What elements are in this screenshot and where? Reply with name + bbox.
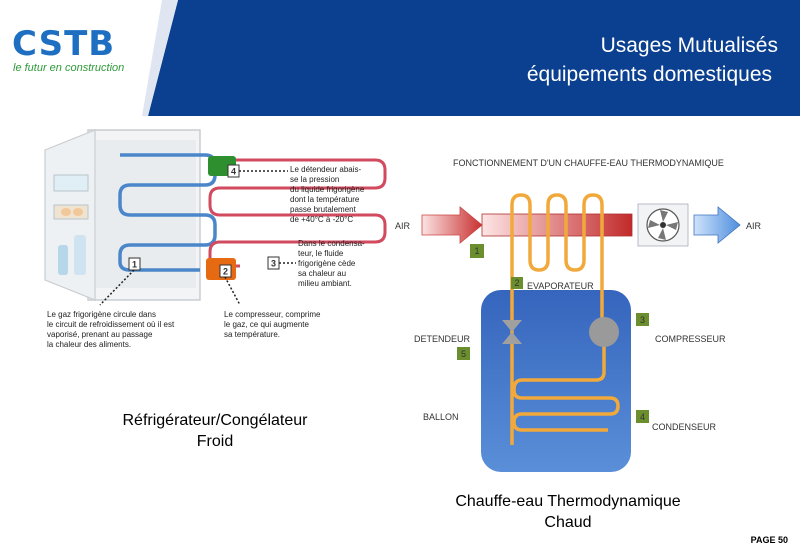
heater-number-1: 1	[474, 246, 479, 256]
air-duct	[481, 213, 633, 237]
annotation-detendeur: Le détendeur abais- se la pression du li…	[290, 165, 365, 224]
svg-text:milieu ambiant.: milieu ambiant.	[298, 279, 352, 288]
air-flow: AIR AIR	[395, 203, 762, 247]
heater-title: FONCTIONNEMENT D'UN CHAUFFE-EAU THERMODY…	[453, 158, 724, 168]
fridge-number-4: 4	[231, 167, 236, 177]
condenser-coil	[510, 280, 620, 445]
svg-text:du liquide frigorigène: du liquide frigorigène	[290, 185, 365, 194]
svg-text:frigorigène cède: frigorigène cède	[298, 259, 356, 268]
svg-text:Dans le condensa-: Dans le condensa-	[298, 239, 365, 248]
evaporator-coil	[510, 193, 604, 290]
air-out-label: AIR	[746, 221, 762, 231]
svg-text:vaporisé, prenant au passage: vaporisé, prenant au passage	[47, 330, 153, 339]
evaporateur-label: EVAPORATEUR	[527, 281, 594, 291]
page-number: PAGE 50	[750, 535, 788, 545]
heater-caption-line2: Chaud	[544, 514, 592, 531]
air-out-arrow	[693, 206, 741, 244]
heater-caption: Chauffe-eau Thermodynamique Chaud	[418, 491, 718, 533]
air-in-label: AIR	[395, 221, 411, 231]
logo-tagline: le futur en construction	[13, 62, 125, 74]
fridge-number-2: 2	[223, 267, 228, 277]
expansion-valve	[502, 320, 522, 332]
air-in-arrow	[421, 206, 483, 244]
detendeur-label: DETENDEUR	[414, 334, 471, 344]
fridge-number-3: 3	[271, 259, 276, 269]
compresseur-label: COMPRESSEUR	[655, 334, 726, 344]
svg-text:Le compresseur, comprime: Le compresseur, comprime	[224, 310, 321, 319]
svg-text:le circuit de refroidissement: le circuit de refroidissement où il est	[47, 320, 175, 329]
fridge-caption: Réfrigérateur/Congélateur Froid	[95, 410, 335, 452]
annotation-gaz: Le gaz frigorigène circule dans le circu…	[47, 310, 175, 349]
svg-text:Le gaz frigorigène circule dan: Le gaz frigorigène circule dans	[47, 310, 156, 319]
annotation-condenseur: Dans le condensa- teur, le fluide frigor…	[298, 239, 365, 288]
slide-subtitle: équipements domestiques	[526, 63, 772, 86]
compressor	[589, 317, 619, 347]
svg-text:Le détendeur abais-: Le détendeur abais-	[290, 165, 362, 174]
heater-number-3: 3	[640, 315, 645, 325]
svg-text:la chaleur des aliments.: la chaleur des aliments.	[47, 340, 131, 349]
fridge-caption-line2: Froid	[196, 433, 234, 450]
svg-text:de +40°C à -20°C: de +40°C à -20°C	[290, 215, 353, 224]
diagrams: 1 2 3 4 Le détendeur abais- se la pressi…	[44, 129, 762, 472]
fridge-number-1: 1	[132, 260, 137, 270]
ballon-label: BALLON	[423, 412, 459, 422]
fridge-caption-line1: Réfrigérateur/Congélateur	[122, 412, 308, 429]
svg-text:se la pression: se la pression	[290, 175, 339, 184]
svg-text:le gaz, ce qui augmente: le gaz, ce qui augmente	[224, 320, 309, 329]
condenseur-label: CONDENSEUR	[652, 422, 717, 432]
svg-text:teur, le fluide: teur, le fluide	[298, 249, 344, 258]
heater-number-4: 4	[640, 412, 645, 422]
svg-text:sa température.: sa température.	[224, 330, 280, 339]
fridge-illustration: 1 2 3 4	[44, 129, 387, 306]
logo: CSTB	[12, 24, 116, 64]
svg-text:dont la température: dont la température	[290, 195, 360, 204]
header-band	[0, 0, 800, 116]
heater-number-2: 2	[514, 278, 519, 288]
svg-text:passe brutalement: passe brutalement	[290, 205, 357, 214]
heater-caption-line1: Chauffe-eau Thermodynamique	[455, 493, 681, 510]
svg-text:sa chaleur au: sa chaleur au	[298, 269, 346, 278]
heater-number-5: 5	[461, 349, 466, 359]
annotation-compresseur: Le compresseur, comprime le gaz, ce qui …	[224, 310, 321, 339]
slide-title: Usages Mutualisés	[600, 34, 778, 57]
